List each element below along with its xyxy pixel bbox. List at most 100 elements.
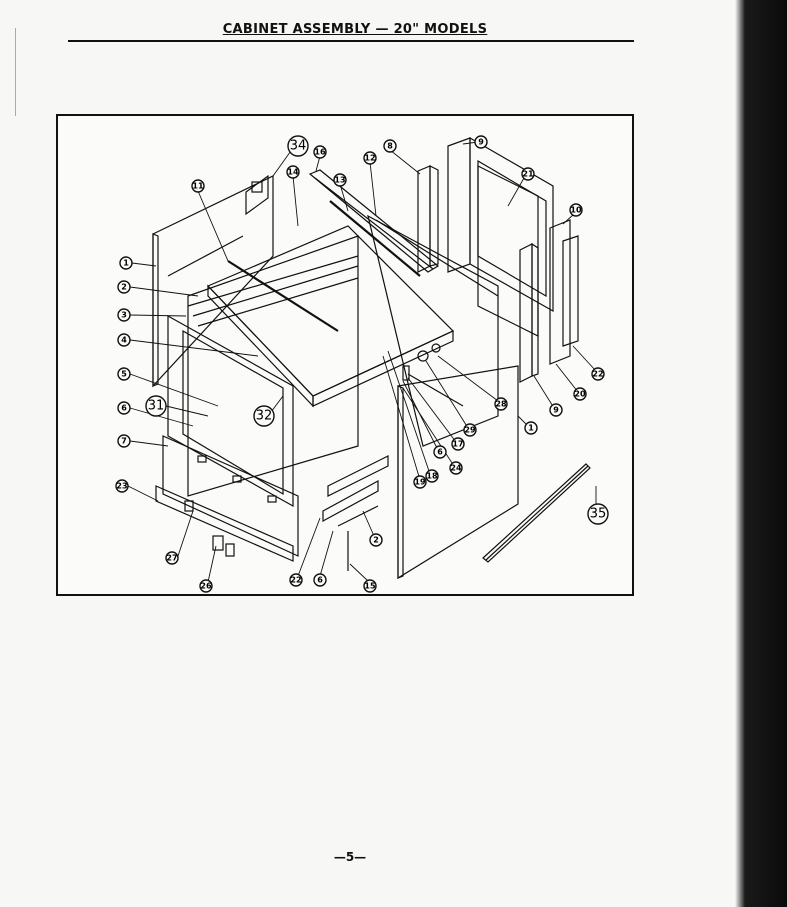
svg-text:26: 26 (200, 582, 212, 591)
callout-3: 3 (117, 308, 131, 322)
callout-29: 29 (463, 423, 477, 437)
svg-text:18: 18 (426, 472, 438, 481)
top-bracket (245, 174, 269, 216)
mid-bar (329, 200, 421, 277)
svg-text:32: 32 (256, 409, 273, 424)
svg-text:8: 8 (387, 142, 393, 151)
scan-edge-mark (15, 28, 16, 116)
callout-7: 7 (117, 434, 131, 448)
kick-panel (162, 435, 299, 557)
cabinet-exploded-view: 1 2 3 4 5 6 7 23 27 26 31 32 11 34 16 14… (115, 135, 609, 593)
right-side-panel (397, 365, 519, 580)
callout-1-right: 1 (524, 421, 538, 435)
lower-rails (322, 455, 389, 527)
callout-32: 32 (253, 405, 275, 427)
rear-frame (447, 136, 554, 313)
callout-15: 15 (363, 579, 377, 593)
svg-text:6: 6 (121, 404, 127, 413)
callout-11: 11 (191, 179, 205, 193)
svg-text:13: 13 (334, 176, 345, 185)
svg-text:22: 22 (592, 370, 603, 379)
svg-text:10: 10 (570, 206, 582, 215)
callout-5: 5 (117, 367, 131, 381)
callout-1-left: 1 (119, 256, 133, 270)
callout-22-right: 22 (591, 367, 605, 381)
callout-6-lower: 6 (313, 573, 327, 587)
svg-text:21: 21 (522, 170, 534, 179)
svg-text:9: 9 (553, 406, 559, 415)
callout-6-mid: 6 (433, 445, 447, 459)
svg-text:6: 6 (437, 448, 443, 457)
svg-text:11: 11 (192, 182, 204, 191)
svg-text:9: 9 (478, 138, 484, 147)
svg-text:1: 1 (528, 424, 534, 433)
svg-text:4: 4 (121, 336, 127, 345)
callout-22-lower: 22 (289, 573, 303, 587)
callout-9-lower: 9 (549, 403, 563, 417)
callout-10: 10 (569, 203, 583, 217)
svg-text:20: 20 (574, 390, 586, 399)
callout-28: 28 (494, 397, 508, 411)
svg-text:2: 2 (121, 283, 127, 292)
callout-34: 34 (287, 135, 309, 157)
svg-text:16: 16 (314, 148, 326, 157)
bottom-rail (155, 485, 294, 562)
callout-35: 35 (587, 503, 609, 525)
callout-17: 17 (451, 437, 465, 451)
trim-strip (482, 463, 591, 563)
callout-2: 2 (117, 280, 131, 294)
callout-19: 19 (413, 475, 427, 489)
callout-24: 24 (449, 461, 463, 475)
svg-text:19: 19 (414, 478, 426, 487)
scan-dark-border (731, 0, 787, 907)
small-hardware (402, 343, 464, 407)
front-rail (227, 260, 339, 332)
svg-text:35: 35 (590, 507, 607, 522)
svg-text:31: 31 (148, 399, 165, 414)
leader-lines (127, 141, 597, 583)
callout-16: 16 (313, 145, 327, 159)
svg-text:22: 22 (290, 576, 301, 585)
page-title: CABINET ASSEMBLY — 20" MODELS (222, 22, 488, 37)
svg-text:2: 2 (373, 536, 379, 545)
title-underline (68, 40, 634, 42)
callout-14: 14 (286, 165, 300, 179)
callout-8: 8 (383, 139, 397, 153)
rear-bar (308, 169, 440, 273)
svg-text:27: 27 (166, 554, 177, 563)
callout-21: 21 (521, 167, 535, 181)
page-number: —5— (333, 850, 367, 864)
lower-channel (519, 242, 539, 383)
callout-27: 27 (165, 551, 179, 565)
svg-text:24: 24 (450, 464, 462, 473)
svg-text:23: 23 (116, 482, 127, 491)
svg-text:12: 12 (364, 154, 375, 163)
callout-4: 4 (117, 333, 131, 347)
callout-2-lower: 2 (369, 533, 383, 547)
svg-text:17: 17 (452, 440, 463, 449)
callout-23: 23 (115, 479, 129, 493)
side-frame (477, 165, 539, 337)
callout-26: 26 (199, 579, 213, 593)
callout-13: 13 (333, 173, 347, 187)
svg-text:29: 29 (464, 426, 476, 435)
svg-text:1: 1 (123, 259, 129, 268)
right-channel (549, 219, 579, 365)
svg-text:15: 15 (364, 582, 376, 591)
svg-text:3: 3 (121, 311, 127, 320)
oven-front-frame (167, 314, 294, 508)
svg-text:6: 6 (317, 576, 323, 585)
top-panel (206, 225, 455, 408)
svg-text:34: 34 (290, 139, 307, 154)
svg-text:5: 5 (121, 370, 127, 379)
callout-20: 20 (573, 387, 587, 401)
hinge-parts (184, 500, 235, 557)
exploded-diagram-frame: 1 2 3 4 5 6 7 23 27 26 31 32 11 34 16 14… (56, 114, 634, 596)
svg-text:14: 14 (287, 168, 299, 177)
callout-6-left: 6 (117, 401, 131, 415)
callout-31: 31 (145, 395, 167, 417)
callout-12: 12 (363, 151, 377, 165)
callout-9-top: 9 (474, 135, 488, 149)
svg-text:28: 28 (495, 400, 507, 409)
svg-text:7: 7 (121, 437, 127, 446)
